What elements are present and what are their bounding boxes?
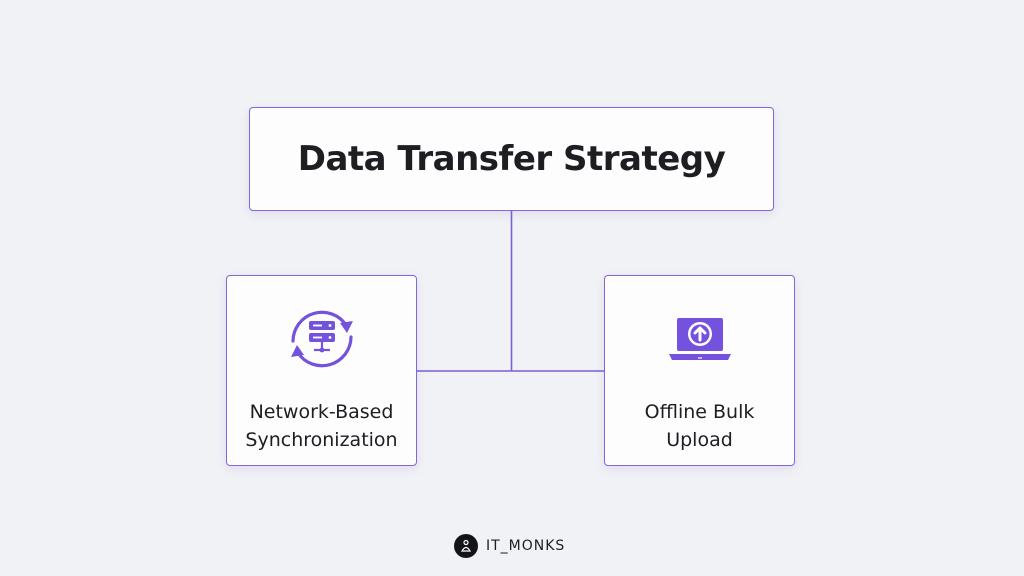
brand-name: IT_MONKS: [486, 538, 566, 554]
server-sync-icon: [290, 310, 353, 368]
child-node-label: Network-Based Synchronization: [245, 401, 398, 451]
root-node-title: Data Transfer Strategy: [297, 139, 726, 179]
child-node-label: Offline Bulk Upload: [644, 401, 755, 451]
child-node-network-sync: Network-Based Synchronization: [226, 275, 417, 466]
brand-footer: IT_MONKS: [454, 534, 565, 558]
child-node-offline-upload: Offline Bulk Upload: [604, 275, 795, 466]
monk-logo-icon: [454, 534, 478, 558]
root-node: Data Transfer Strategy: [249, 107, 774, 211]
laptop-upload-icon: [668, 318, 731, 360]
